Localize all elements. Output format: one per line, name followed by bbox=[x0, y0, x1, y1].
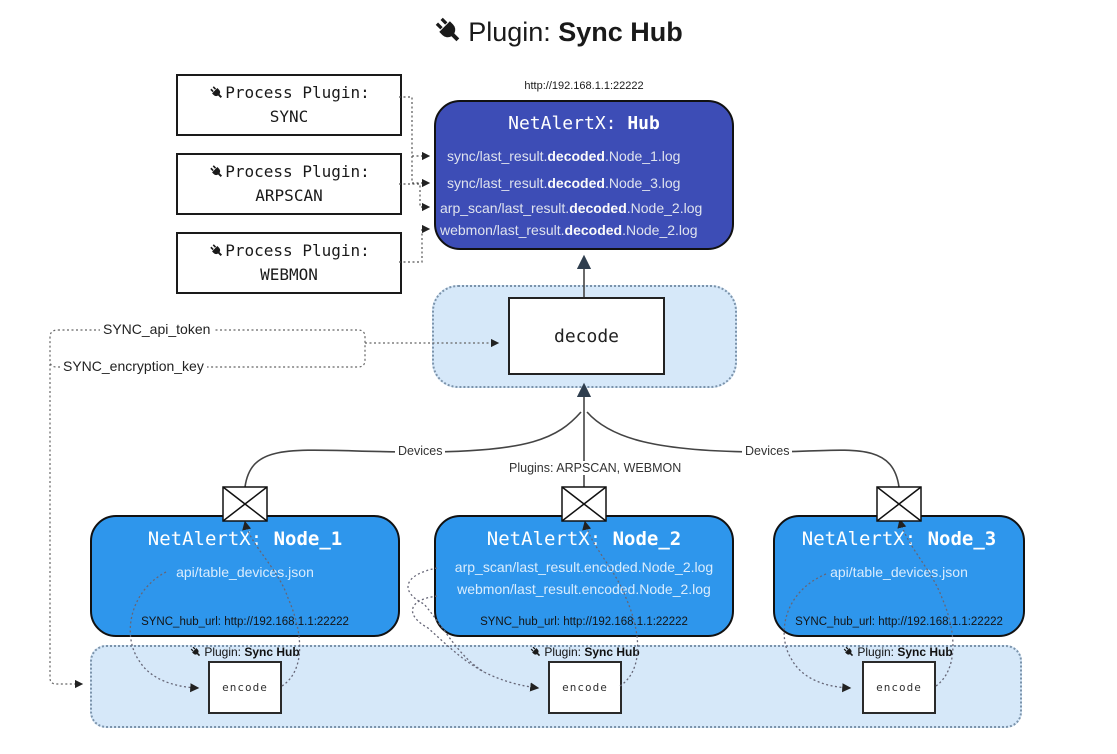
plugins-center-label: Plugins: ARPSCAN, WEBMON bbox=[506, 461, 685, 475]
process-plugin-label: Process Plugin: bbox=[208, 160, 370, 184]
plug-icon bbox=[841, 644, 858, 661]
encode-box-3: encode bbox=[862, 661, 936, 714]
process-plugin-label: Process Plugin: bbox=[208, 81, 370, 105]
plugin-to-hub-lines bbox=[399, 96, 431, 263]
log-bold: decoded bbox=[547, 148, 605, 164]
process-plugin-title: Process Plugin: bbox=[225, 241, 370, 260]
log-post: .Node_2.log bbox=[622, 222, 698, 238]
plug-icon bbox=[428, 10, 470, 52]
encode-label: encode bbox=[562, 681, 608, 694]
hub-log-line: arp_scan/last_result.decoded.Node_2.log bbox=[440, 200, 725, 216]
hub-log-line: sync/last_result.decoded.Node_3.log bbox=[447, 175, 732, 191]
log-bold: decoded bbox=[547, 175, 605, 191]
node-1-box: NetAlertX: Node_1 api/table_devices.json… bbox=[90, 515, 400, 637]
hub-title: NetAlertX: Hub bbox=[434, 113, 734, 134]
log-pre: webmon/last_result. bbox=[440, 222, 565, 238]
node-name: Node_1 bbox=[273, 528, 343, 550]
process-plugin-box-sync: Process Plugin: SYNC bbox=[176, 74, 402, 136]
node-title: NetAlertX: Node_2 bbox=[436, 528, 732, 550]
plug-icon bbox=[205, 160, 226, 181]
band-plugin-label: Plugin: Sync Hub bbox=[505, 645, 665, 659]
process-plugin-box-arpscan: Process Plugin: ARPSCAN bbox=[176, 153, 402, 215]
node-hub-url: SYNC_hub_url: http://192.168.1.1:22222 bbox=[480, 616, 688, 628]
log-bold: decoded bbox=[569, 200, 627, 216]
log-bold: decoded bbox=[564, 222, 623, 238]
node-hub-url: SYNC_hub_url: http://192.168.1.1:22222 bbox=[795, 616, 1003, 628]
log-pre: sync/last_result. bbox=[447, 148, 548, 164]
sync-encryption-key-label: SYNC_encryption_key bbox=[60, 358, 207, 374]
node-title-pre: NetAlertX: bbox=[147, 528, 274, 550]
band-label-pre: Plugin: bbox=[857, 645, 898, 659]
title-pre: Plugin: bbox=[468, 17, 559, 47]
plug-icon bbox=[188, 644, 205, 661]
encode-label: encode bbox=[222, 681, 268, 694]
node-title: NetAlertX: Node_3 bbox=[775, 528, 1023, 550]
process-plugin-label: Process Plugin: bbox=[208, 239, 370, 263]
encode-box-2: encode bbox=[548, 661, 622, 714]
hub-url-label: http://192.168.1.1:22222 bbox=[524, 80, 644, 92]
node-file: webmon/last_result.encoded.Node_2.log bbox=[457, 581, 711, 597]
node-title-pre: NetAlertX: bbox=[486, 528, 613, 550]
node-2-box: NetAlertX: Node_2 arp_scan/last_result.e… bbox=[434, 515, 734, 637]
band-plugin-label: Plugin: Sync Hub bbox=[818, 645, 978, 659]
node-hub-url: SYNC_hub_url: http://192.168.1.1:22222 bbox=[141, 616, 349, 628]
band-label-pre: Plugin: bbox=[544, 645, 585, 659]
band-plugin-label: Plugin: Sync Hub bbox=[165, 645, 325, 659]
node-file: arp_scan/last_result.encoded.Node_2.log bbox=[454, 559, 714, 575]
node-file: api/table_devices.json bbox=[830, 564, 968, 580]
node-file: api/table_devices.json bbox=[176, 564, 314, 580]
process-plugin-title: Process Plugin: bbox=[225, 162, 370, 181]
band-label-bold: Sync Hub bbox=[897, 645, 953, 659]
title-bold: Sync Hub bbox=[558, 17, 683, 47]
log-pre: sync/last_result. bbox=[447, 175, 548, 191]
node-name: Node_3 bbox=[927, 528, 997, 550]
process-plugin-name: ARPSCAN bbox=[255, 186, 323, 205]
log-post: .Node_2.log bbox=[626, 200, 703, 216]
encode-label: encode bbox=[876, 681, 922, 694]
band-label-pre: Plugin: bbox=[204, 645, 245, 659]
plug-icon bbox=[528, 644, 545, 661]
log-post: .Node_1.log bbox=[604, 148, 681, 164]
process-plugin-box-webmon: Process Plugin: WEBMON bbox=[176, 232, 402, 294]
decode-box: decode bbox=[508, 297, 665, 375]
decode-label: decode bbox=[553, 325, 620, 347]
plug-icon bbox=[205, 81, 226, 102]
plug-icon bbox=[205, 239, 226, 260]
hub-title-bold: Hub bbox=[627, 113, 660, 134]
hub-log-line: webmon/last_result.decoded.Node_2.log bbox=[440, 222, 725, 238]
node-title-pre: NetAlertX: bbox=[801, 528, 928, 550]
process-plugin-name: SYNC bbox=[269, 107, 309, 126]
devices-right-label: Devices bbox=[742, 444, 793, 458]
hub-log-line: sync/last_result.decoded.Node_1.log bbox=[447, 148, 732, 164]
encode-box-1: encode bbox=[208, 661, 282, 714]
band-label-bold: Sync Hub bbox=[584, 645, 640, 659]
process-plugin-name: WEBMON bbox=[260, 265, 318, 284]
process-plugin-title: Process Plugin: bbox=[225, 83, 370, 102]
sync-api-token-label: SYNC_api_token bbox=[100, 321, 214, 337]
page-title: Plugin: Sync Hub bbox=[0, 16, 1117, 48]
node-title: NetAlertX: Node_1 bbox=[92, 528, 398, 550]
log-pre: arp_scan/last_result. bbox=[440, 200, 570, 216]
devices-left-label: Devices bbox=[395, 444, 446, 458]
node-3-box: NetAlertX: Node_3 api/table_devices.json… bbox=[773, 515, 1025, 637]
hub-title-pre: NetAlertX: bbox=[508, 113, 628, 134]
log-post: .Node_3.log bbox=[604, 175, 681, 191]
hub-box bbox=[434, 100, 734, 250]
node-name: Node_2 bbox=[612, 528, 682, 550]
band-label-bold: Sync Hub bbox=[244, 645, 300, 659]
